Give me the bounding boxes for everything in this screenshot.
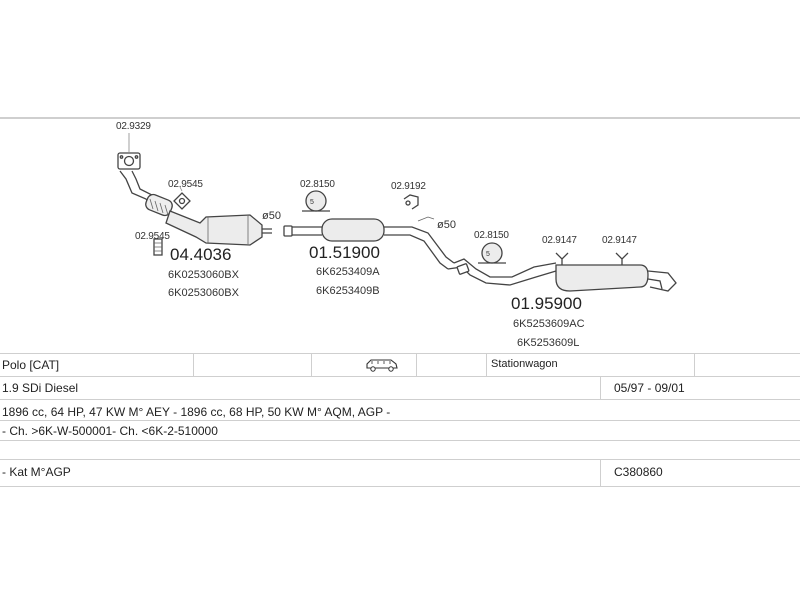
hanger-icon-a bbox=[555, 252, 569, 265]
rubber-mount-icon: 5 bbox=[302, 190, 330, 212]
gasket-icon bbox=[117, 152, 141, 170]
model-cell: Polo [CAT] bbox=[2, 358, 60, 372]
rear-rubber-mount-icon: 5 bbox=[478, 242, 506, 264]
hanger-icon-b bbox=[615, 252, 629, 265]
rear-silencer-oem-2: 6K5253609L bbox=[517, 337, 580, 349]
table-bottom-border bbox=[0, 486, 800, 487]
reference-code-cell: C380860 bbox=[614, 465, 663, 479]
rear-silencer-oem-1: 6K5253609AC bbox=[513, 318, 585, 330]
diameter-label-front: ø50 bbox=[262, 210, 281, 222]
bolt-clamp-icon bbox=[153, 238, 163, 256]
part-label-clamp-lower: 02.9545 bbox=[135, 231, 170, 242]
part-label-clamp-upper: 02.9545 bbox=[168, 179, 203, 190]
svg-text:5: 5 bbox=[310, 199, 314, 206]
catalyst-oem-1: 6K0253060BX bbox=[168, 269, 239, 281]
row-border bbox=[0, 399, 800, 400]
exhaust-system-drawing: 5 5 bbox=[117, 133, 677, 292]
part-label-hanger-a: 02.9147 bbox=[542, 235, 577, 246]
middle-silencer-icon bbox=[321, 218, 385, 242]
middle-silencer-oem-1: 6K6253409A bbox=[316, 266, 380, 278]
row-border bbox=[0, 376, 800, 377]
catalyst-oem-2: 6K0253060BX bbox=[168, 287, 239, 299]
divider bbox=[600, 459, 601, 486]
middle-silencer-oem-2: 6K6253409B bbox=[316, 285, 380, 297]
spec-line-1: 1896 cc, 64 HP, 47 KW M° AEY - 1896 cc, … bbox=[2, 405, 391, 419]
rear-silencer-part-number: 01.95900 bbox=[511, 294, 582, 313]
catalyst-part-number: 04.4036 bbox=[170, 245, 232, 264]
part-label-gasket: 02.9329 bbox=[116, 121, 151, 132]
years-cell: 05/97 - 09/01 bbox=[614, 381, 685, 395]
part-label-mount-rear: 02.8150 bbox=[474, 230, 509, 241]
table-top-border bbox=[0, 353, 800, 354]
part-label-hanger-hook: 02.9192 bbox=[391, 181, 426, 192]
spec-line-2: - Ch. >6K-W-500001- Ch. <6K-2-510000 bbox=[2, 424, 218, 438]
station-wagon-car-icon bbox=[365, 358, 399, 377]
diameter-label-rear: ø50 bbox=[437, 219, 456, 231]
divider bbox=[193, 353, 194, 376]
middle-silencer-part-number: 01.51900 bbox=[309, 243, 380, 262]
body-type-cell: Stationwagon bbox=[491, 358, 558, 370]
row-border bbox=[0, 459, 800, 460]
part-label-mount-middle: 02.8150 bbox=[300, 179, 335, 190]
engine-cell: 1.9 SDi Diesel bbox=[2, 381, 79, 395]
rear-silencer-icon bbox=[555, 264, 649, 292]
divider bbox=[600, 376, 601, 399]
divider bbox=[416, 353, 417, 376]
hanger-hook-icon bbox=[403, 194, 419, 210]
clamp-icon bbox=[173, 192, 191, 210]
svg-text:5: 5 bbox=[486, 251, 490, 258]
part-label-hanger-b: 02.9147 bbox=[602, 235, 637, 246]
top-divider bbox=[0, 117, 800, 119]
flex-pipe-icon bbox=[145, 193, 173, 217]
divider bbox=[311, 353, 312, 376]
divider bbox=[694, 353, 695, 376]
exhaust-diagram: 5 5 bbox=[0, 119, 800, 353]
row-border bbox=[0, 440, 800, 441]
divider bbox=[486, 353, 487, 376]
row-border bbox=[0, 420, 800, 421]
note-cell: - Kat M°AGP bbox=[2, 465, 71, 479]
